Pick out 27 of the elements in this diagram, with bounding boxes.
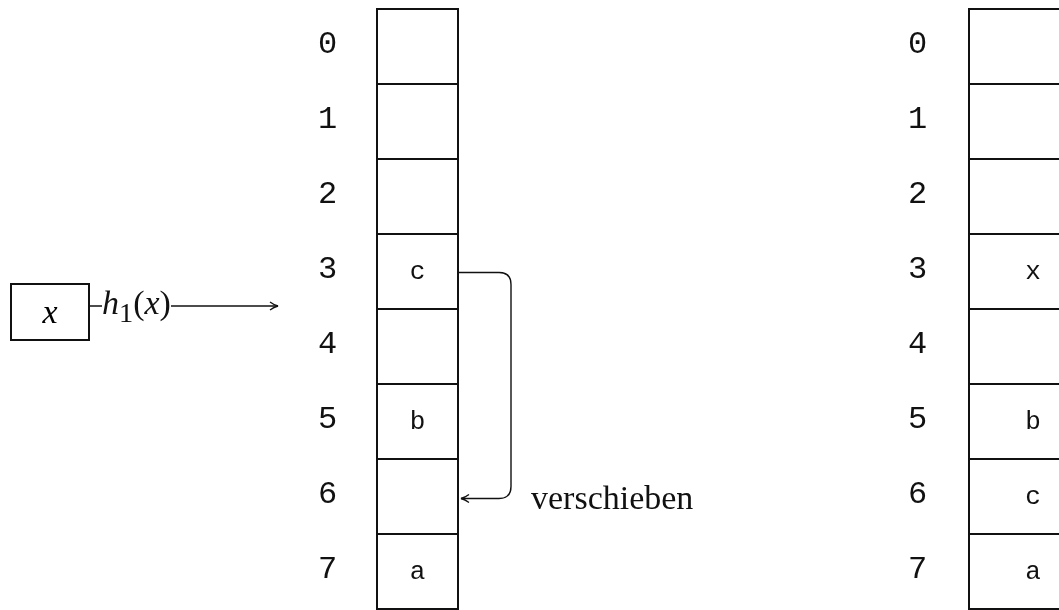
row-index: 4 [318,326,338,363]
row-index: 4 [908,326,928,363]
row-index: 7 [318,551,338,588]
table-cell [376,83,459,160]
row-index: 2 [908,176,928,213]
row-index: 3 [908,251,928,288]
table-cell [376,8,459,85]
row-index: 5 [908,401,928,438]
variable-box: x [10,283,90,341]
table-cell: b [376,383,459,460]
row-index: 5 [318,401,338,438]
row-index: 3 [318,251,338,288]
table-cell [376,308,459,385]
table-cell [376,158,459,235]
row-index: 6 [318,476,338,513]
table-cell: a [376,533,459,610]
table-cell [968,8,1059,85]
row-index: 0 [908,26,928,63]
row-index: 2 [318,176,338,213]
row-index: 1 [908,101,928,138]
row-index: 7 [908,551,928,588]
row-index: 6 [908,476,928,513]
table-cell [376,458,459,535]
table-cell: c [376,233,459,310]
table-cell: a [968,533,1059,610]
row-index: 1 [318,101,338,138]
row-index: 0 [318,26,338,63]
